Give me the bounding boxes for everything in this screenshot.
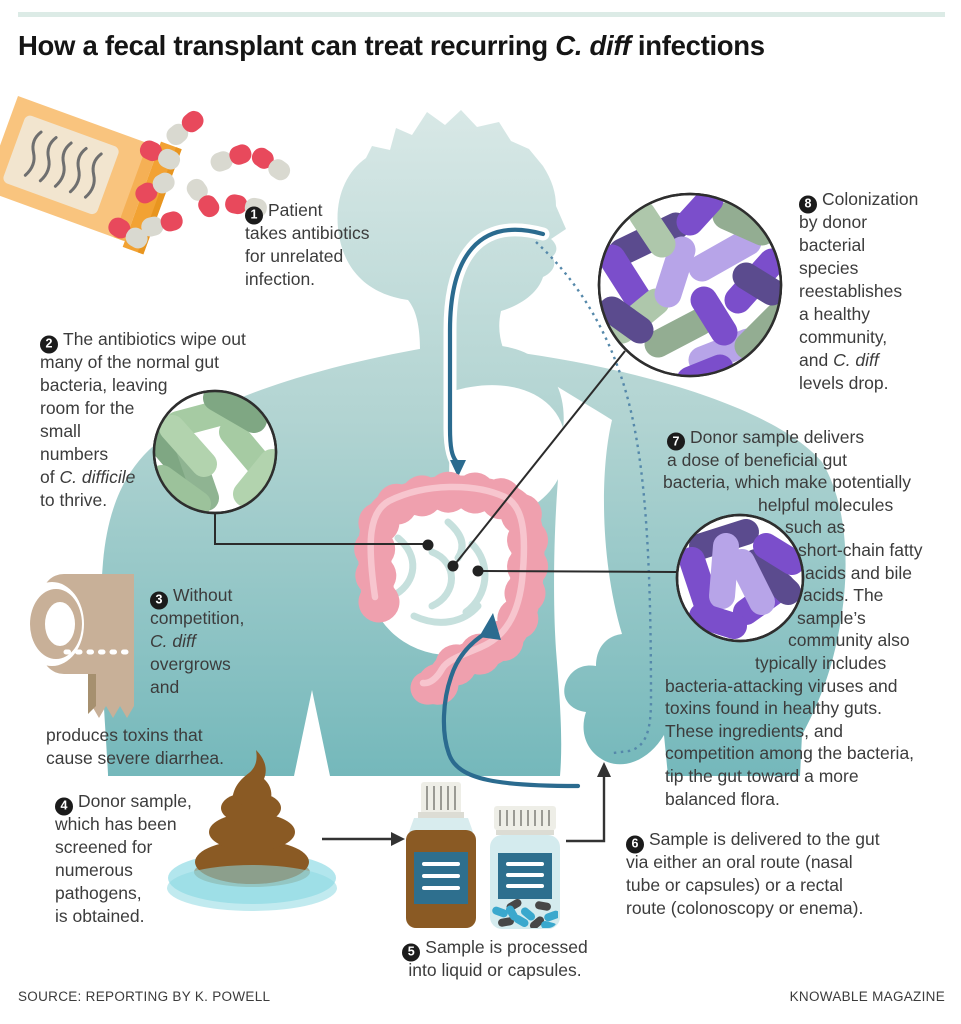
capsule-bottle-icon <box>490 806 560 929</box>
gut-dots <box>422 539 484 577</box>
c-difficile-italic: C. difficile <box>59 467 136 487</box>
colon <box>354 471 549 709</box>
step-4-badge: 4 <box>55 797 73 815</box>
bottles-to-gut-arrow <box>566 775 606 843</box>
antibiotics-pill-bottle-icon <box>0 96 182 255</box>
process-arrowheads <box>391 762 611 846</box>
jar-capsules <box>492 899 558 928</box>
donor-bacteria-circle <box>675 513 805 643</box>
spilled-capsules-icon <box>108 110 291 249</box>
patient-arm-hand <box>500 350 846 776</box>
stool-sample-icon <box>167 750 337 911</box>
esophagus-nasal-tube <box>443 223 550 477</box>
title-italic: C. diff <box>555 30 631 61</box>
title-post: infections <box>630 30 765 61</box>
source-credit: SOURCE: REPORTING BY K. POWELL <box>18 989 271 1004</box>
step-7-badge: 7 <box>667 432 685 451</box>
leader-lines <box>214 350 677 573</box>
step-3-badge: 3 <box>150 591 168 609</box>
step-1-badge: 1 <box>245 206 263 224</box>
c-diff-italic-2: C. diff <box>833 350 879 370</box>
small-intestine <box>367 495 531 655</box>
tube-arrowhead <box>450 460 466 477</box>
restored-microbiome-circle <box>597 192 783 378</box>
oral-route-dotted-line <box>535 241 653 755</box>
c-diff-italic: C. diff <box>150 631 196 651</box>
publisher-credit: KNOWABLE MAGAZINE <box>789 989 945 1004</box>
step-1-line: Patient <box>268 200 323 220</box>
depleted-bacteria-circle <box>152 389 278 515</box>
step-8-badge: 8 <box>799 195 817 213</box>
patient-head <box>337 110 566 355</box>
top-rule <box>18 12 945 17</box>
process-arrows <box>322 775 606 843</box>
rectal-route-arrow <box>441 613 581 789</box>
title-pre: How a fecal transplant can treat recurri… <box>18 30 556 61</box>
step-5-badge: 5 <box>402 943 421 961</box>
step-2-badge: 2 <box>40 335 58 353</box>
toilet-paper-icon <box>20 574 134 718</box>
liquid-bottle-icon <box>406 782 476 928</box>
page-title: How a fecal transplant can treat recurri… <box>18 30 765 62</box>
step-3-text-cont: produces toxins that cause severe diarrh… <box>46 725 225 768</box>
step-6-badge: 6 <box>626 835 644 853</box>
